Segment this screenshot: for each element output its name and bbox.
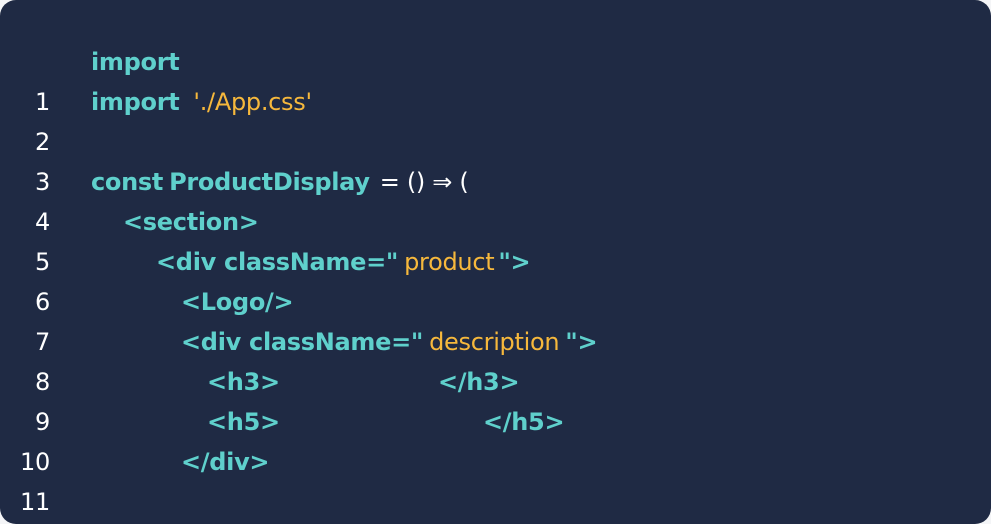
line-number: 7 (35, 328, 50, 356)
component-name: ProductDisplay (169, 168, 370, 196)
code-content: <h3> (207, 362, 280, 402)
code-content: <h5> (207, 402, 280, 442)
keyword-import: import (91, 88, 180, 116)
jsx-tag-open: <div className=" (156, 248, 399, 276)
jsx-tag-close: "> (498, 248, 531, 276)
classname-string: product (404, 248, 495, 276)
code-line-9: 9 <h3> </h3> (0, 362, 991, 436)
jsx-tag: <section> (123, 208, 259, 236)
line-number: 9 (35, 408, 50, 436)
jsx-tag-open: <div className=" (181, 328, 424, 356)
jsx-tag-close: "> (565, 328, 598, 356)
code-content: </div> (181, 442, 270, 482)
jsx-tag-open: <h5> (207, 408, 280, 436)
code-line-3: 3 (0, 122, 991, 196)
jsx-tag-close: </h3> (438, 368, 520, 396)
code-line-2: 2 import './App.css' (0, 82, 991, 156)
line-number: 1 (35, 88, 50, 116)
line-number: 4 (35, 208, 50, 236)
keyword-const: const (91, 168, 164, 196)
classname-string: description (429, 328, 560, 356)
code-content: <section> (123, 202, 259, 242)
jsx-tag-close: </h5> (483, 408, 565, 436)
code-content: <div className="product"> (156, 242, 531, 282)
code-line-1: 1 import (0, 42, 991, 116)
line-number: 8 (35, 368, 50, 396)
code-content: <div className="description"> (181, 322, 598, 362)
keyword-import: import (91, 48, 180, 76)
code-line-11: 11 </div> (0, 442, 991, 516)
code-line-6: 6 <div className="product"> (0, 242, 991, 316)
jsx-tag: </div> (181, 448, 270, 476)
code-line-8: 8 <div className="description"> (0, 322, 991, 396)
code-content: import (91, 42, 180, 82)
arrow-function-operator: = () ⇒ ( (379, 168, 469, 196)
code-content-close: </h5> (483, 402, 565, 442)
line-number: 3 (35, 168, 50, 196)
code-content: import './App.css' (91, 82, 312, 122)
code-line-10: 10 <h5> </h5> (0, 402, 991, 476)
line-number: 10 (20, 448, 50, 476)
line-number: 6 (35, 288, 50, 316)
code-content: <Logo/> (181, 282, 294, 322)
code-content-close: </h3> (438, 362, 520, 402)
line-number: 2 (35, 128, 50, 156)
code-line-7: 7 <Logo/> (0, 282, 991, 356)
line-number: 11 (20, 488, 50, 516)
line-number: 5 (35, 248, 50, 276)
import-path-string: './App.css' (193, 88, 312, 116)
jsx-tag: <Logo/> (181, 288, 294, 316)
code-line-5: 5 <section> (0, 202, 991, 276)
jsx-tag-open: <h3> (207, 368, 280, 396)
